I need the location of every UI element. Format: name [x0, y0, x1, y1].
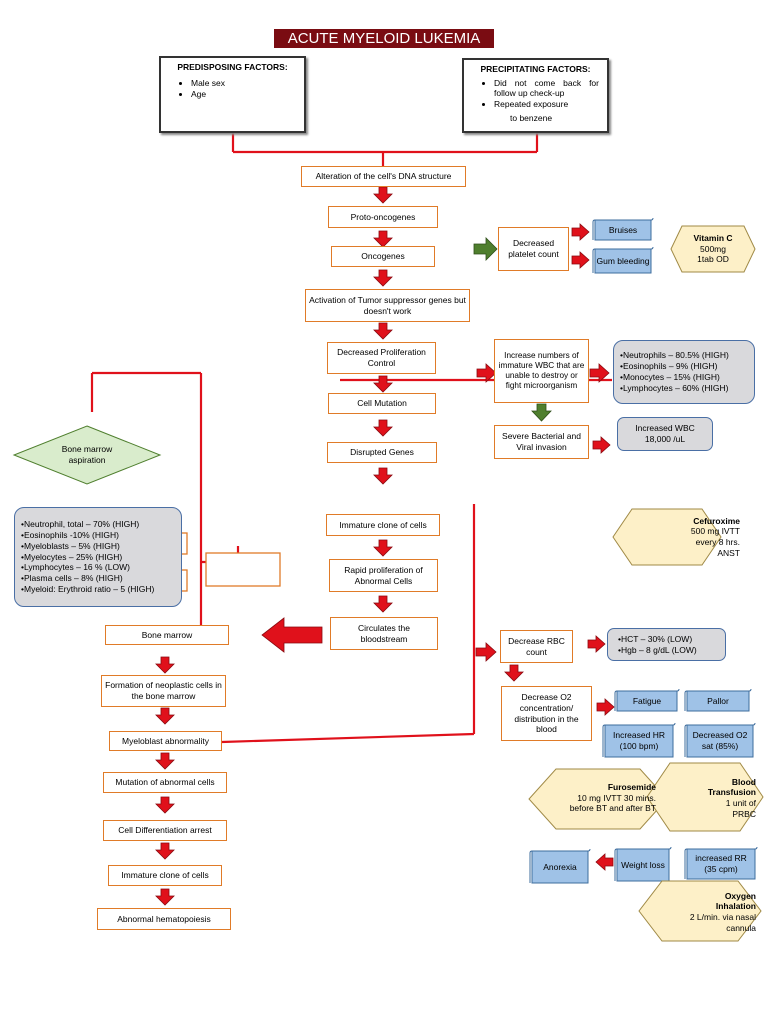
decreased-proliferation-box: Decreased Proliferation Control — [327, 342, 436, 374]
rbc-lab-results: HCT – 30% (LOW) Hgb – 8 g/dL (LOW) — [607, 628, 726, 661]
decreased-o2sat-scroll-shape — [684, 722, 756, 758]
gum-bleeding-label: Gum bleeding — [596, 255, 650, 266]
vitamin-c-label: Vitamin C 500mg 1tab OD — [670, 225, 756, 273]
increased-rr-label: increased RR (35 cpm) — [695, 853, 747, 874]
marrow-lab-item: Plasma cells – 8% (HIGH) — [21, 573, 154, 584]
cefuroxime-title: Cefuroxime — [693, 515, 740, 526]
bone-marrow-aspiration-diamond — [12, 425, 162, 485]
increase-wbc-box: Increase numbers of immature WBC that ar… — [494, 339, 589, 403]
furosemide-title: Furosemide — [607, 782, 656, 793]
tumor-suppressor-box: Activation of Tumor suppressor genes but… — [305, 289, 470, 322]
predisposing-title: PREDISPOSING FACTORS: — [177, 62, 288, 72]
wbc-lab-item: Neutrophils – 80.5% (HIGH) — [620, 350, 729, 361]
pallor-scroll-shape — [684, 688, 752, 712]
anorexia-scroll-shape — [529, 848, 591, 884]
predisposing-item: Male sex — [191, 78, 296, 88]
wbc-lab-item: Eosinophils – 9% (HIGH) — [620, 361, 729, 372]
precipitating-factors-box: PRECIPITATING FACTORS: Did not come back… — [462, 58, 609, 133]
furosemide-label: Furosemide 10 mg IVTT 30 mins. before BT… — [560, 770, 656, 826]
bruises-label: Bruises — [608, 224, 638, 235]
circulates-bloodstream-box: Circulates the bloodstream — [330, 617, 438, 650]
vitamin-c-title: Vitamin C — [693, 233, 733, 244]
rapid-proliferation-box: Rapid proliferation of Abnormal Cells — [329, 559, 438, 592]
fatigue-label: Fatigue — [632, 695, 662, 706]
rbc-lab-item: HCT – 30% (LOW) — [618, 634, 697, 645]
marrow-lab-item: Lymphocytes – 16 % (LOW) — [21, 562, 154, 573]
severe-invasion-box: Severe Bacterial and Viral invasion — [494, 425, 589, 459]
increased-hr-scroll-shape — [602, 722, 676, 758]
oxygen-inhalation-detail: 2 L/min. via nasal cannula — [689, 912, 756, 933]
proto-oncogenes-box: Proto-oncogenes — [328, 206, 438, 228]
vitamin-c-hexagon — [670, 225, 756, 273]
predisposing-item: Age — [191, 89, 296, 99]
precipitating-cut-text: to benzene — [510, 113, 553, 123]
precipitating-item: Did not come back for follow up check-up — [494, 78, 599, 98]
oxygen-inhalation-title: Oxygen Inhalation — [715, 890, 756, 912]
cefuroxime-hexagon — [612, 508, 722, 566]
blood-transfusion-hexagon — [646, 762, 764, 832]
blood-transfusion-title: Blood Transfusion — [707, 776, 756, 798]
marrow-lab-item: Myelocytes – 25% (HIGH) — [21, 552, 154, 563]
anorexia-label: Anorexia — [543, 861, 577, 872]
decrease-rbc-box: Decrease RBC count — [500, 630, 573, 663]
marrow-lab-item: Myeloid: Erythroid ratio – 5 (HIGH) — [21, 584, 154, 595]
disrupted-genes-box: Disrupted Genes — [327, 442, 437, 463]
neoplastic-formation-box: Formation of neoplastic cells in the bon… — [101, 675, 226, 707]
marrow-lab-item: Neutrophil, total – 70% (HIGH) — [21, 519, 154, 530]
wbc-lab-results: Neutrophils – 80.5% (HIGH) Eosinophils –… — [613, 340, 755, 404]
gum-bleeding-scroll-shape — [592, 246, 654, 274]
wbc-lab-item: Monocytes – 15% (HIGH) — [620, 372, 729, 383]
cefuroxime-label: Cefuroxime 500 mg IVTT every 8 hrs. ANST — [660, 512, 740, 562]
precipitating-item: Repeated exposure — [494, 99, 599, 109]
decrease-o2-box: Decrease O2 concentration/ distribution … — [501, 686, 592, 741]
pallor-label: Pallor — [707, 695, 729, 706]
oxygen-inhalation-hexagon — [638, 880, 762, 942]
immature-clone-box: Immature clone of cells — [326, 514, 440, 536]
blood-transfusion-detail: 1 unit of PRBC — [725, 798, 756, 819]
immature-clone-left-box: Immature clone of cells — [108, 865, 222, 886]
decreased-o2sat-label: Decreased O2 sat (85%) — [692, 730, 748, 751]
increased-wbc-box: Increased WBC 18,000 /uL — [617, 417, 713, 451]
page-title: ACUTE MYELOID LUKEMIA — [274, 29, 494, 48]
oncogenes-box: Oncogenes — [331, 246, 435, 267]
bone-marrow-aspiration-label: Bone marrow aspiration — [61, 444, 113, 465]
myeloblast-abnormality-box: Myeloblast abnormality — [109, 731, 222, 751]
blood-transfusion-label: Blood Transfusion 1 unit of PRBC — [680, 770, 756, 826]
oxygen-inhalation-label: Oxygen Inhalation 2 L/min. via nasal can… — [668, 888, 756, 936]
weight-loss-label: Weight loss — [621, 859, 665, 870]
vitamin-c-detail: 500mg 1tab OD — [697, 243, 729, 265]
fatigue-scroll-shape — [614, 688, 680, 712]
mutation-abnormal-cells-box: Mutation of abnormal cells — [103, 772, 227, 793]
cefuroxime-detail: 500 mg IVTT every 8 hrs. ANST — [690, 526, 740, 558]
abnormal-hematopoiesis-box: Abnormal hematopoiesis — [97, 908, 231, 930]
marrow-lab-results: Neutrophil, total – 70% (HIGH) Eosinophi… — [14, 507, 182, 607]
rbc-lab-item: Hgb – 8 g/dL (LOW) — [618, 645, 697, 656]
marrow-lab-item: Eosinophils -10% (HIGH) — [21, 530, 154, 541]
increased-hr-label: Increased HR (100 bpm) — [613, 730, 665, 751]
precipitating-title: PRECIPITATING FACTORS: — [480, 64, 591, 74]
wbc-lab-item: Lymphocytes – 60% (HIGH) — [620, 383, 729, 394]
bone-marrow-box: Bone marrow — [105, 625, 229, 645]
differentiation-arrest-box: Cell Differentiation arrest — [103, 820, 227, 841]
predisposing-factors-box: PREDISPOSING FACTORS: Male sex Age — [159, 56, 306, 133]
decreased-platelet-box: Decreased platelet count — [498, 227, 569, 271]
marrow-lab-item: Myeloblasts – 5% (HIGH) — [21, 541, 154, 552]
cell-mutation-box: Cell Mutation — [328, 393, 436, 414]
furosemide-detail: 10 mg IVTT 30 mins. before BT and after … — [569, 792, 656, 814]
alteration-dna-box: Alteration of the cell's DNA structure — [301, 166, 466, 187]
furosemide-hexagon — [528, 768, 668, 830]
bruises-scroll-shape — [592, 217, 654, 241]
